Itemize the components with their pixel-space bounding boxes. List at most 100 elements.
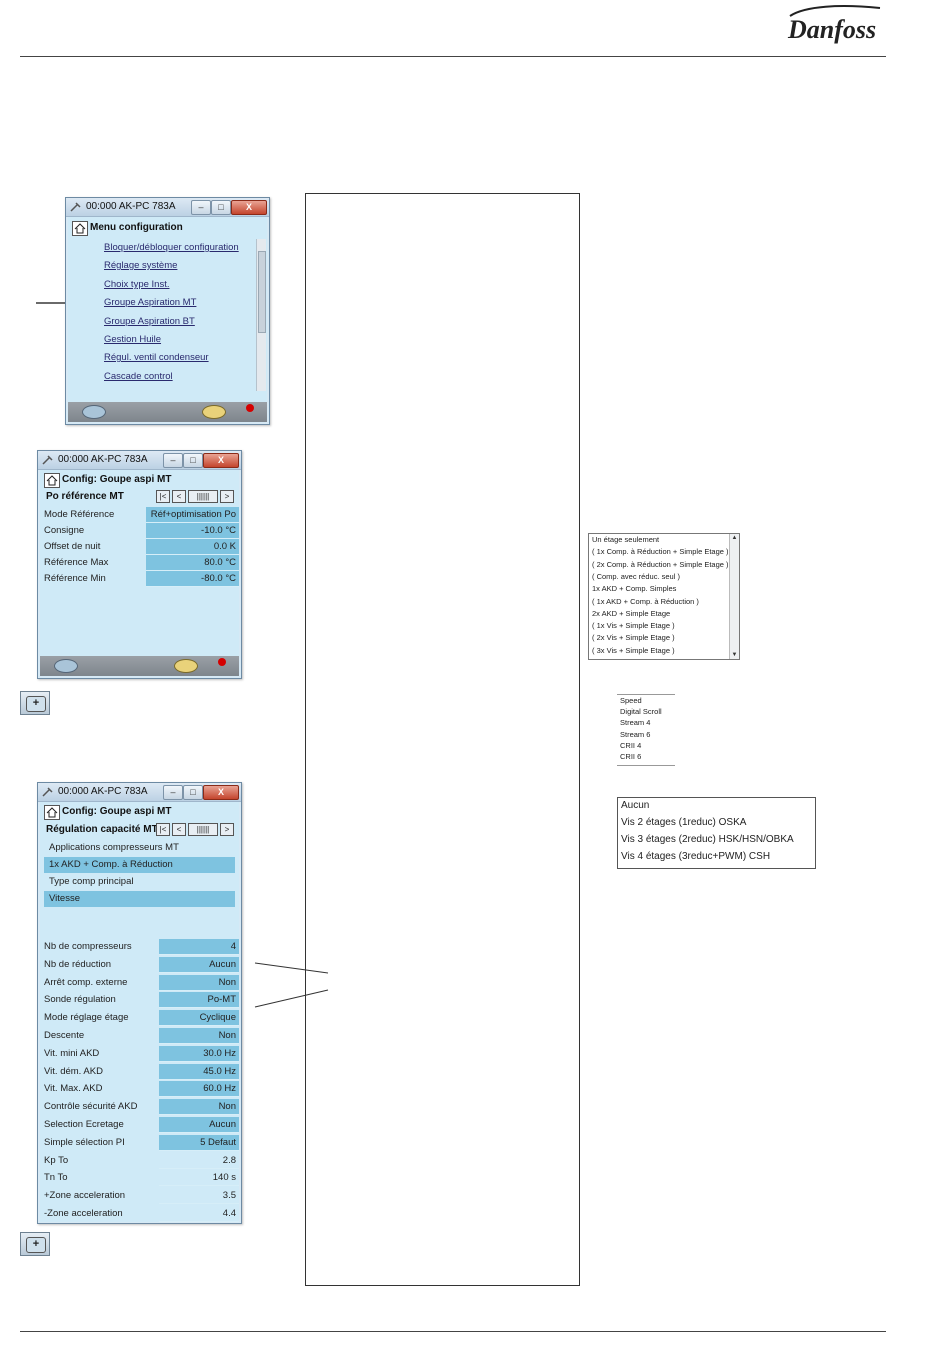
param-value[interactable]: Non — [159, 1099, 239, 1116]
prev-page-button[interactable]: < — [172, 490, 186, 503]
application-option[interactable]: ( 1x Vis + Simple Etage ) — [592, 621, 675, 631]
application-option[interactable]: ( 1x Comp. à Réduction + Simple Etage ) — [592, 547, 729, 557]
next-step-button[interactable]: + — [20, 1232, 50, 1256]
param-value[interactable]: 30.0 Hz — [159, 1045, 239, 1062]
application-options-list[interactable]: Un étage seulement ( 1x Comp. à Réduction… — [588, 533, 740, 660]
title-bar[interactable]: 00:000 AK-PC 783A – □ X — [66, 198, 269, 217]
prev-page-button[interactable]: < — [172, 823, 186, 836]
home-icon[interactable] — [44, 805, 60, 820]
menu-scrollbar[interactable] — [256, 239, 266, 391]
param-row[interactable]: Consigne-10.0 °C — [42, 523, 239, 539]
param-row[interactable]: Référence Min-80.0 °C — [42, 571, 239, 587]
close-button[interactable]: X — [231, 200, 267, 215]
scroll-down-icon[interactable]: ▼ — [731, 652, 738, 658]
menu-item-regul-ventil[interactable]: Régul. ventil condenseur — [104, 352, 209, 363]
scroll-thumb[interactable] — [258, 251, 266, 333]
minimize-button[interactable]: – — [191, 200, 211, 215]
menu-item-reglage-systeme[interactable]: Réglage système — [104, 260, 178, 271]
application-option[interactable]: Un étage seulement — [592, 535, 660, 544]
reduction-option[interactable]: Vis 2 étages (1reduc) OSKA — [621, 817, 747, 828]
param-value[interactable]: Aucun — [159, 956, 239, 973]
application-option[interactable]: 2x AKD + Simple Etage — [592, 608, 671, 618]
application-option[interactable]: ( 2x Comp. à Réduction + Simple Etage ) — [592, 559, 729, 569]
compressor-type-option[interactable]: CRII 4 — [620, 740, 642, 750]
reduction-option[interactable]: Aucun — [621, 800, 650, 811]
title-bar[interactable]: 00:000 AK-PC 783A – □ X — [38, 451, 241, 470]
first-page-button[interactable]: |< — [156, 823, 170, 836]
menu-item-bloquer-config[interactable]: Bloquer/débloquer configuration — [104, 242, 239, 253]
title-bar[interactable]: 00:000 AK-PC 783A – □ X — [38, 783, 241, 802]
picklist-row-selected[interactable]: Vitesse — [44, 891, 235, 907]
application-option[interactable]: ( 2x Vis + Simple Etage ) — [592, 633, 675, 643]
compressor-type-option[interactable]: Stream 6 — [620, 729, 651, 739]
list-scrollbar[interactable]: ▲ ▼ — [729, 534, 739, 659]
back-icon[interactable] — [54, 659, 78, 673]
menu-item-gestion-huile[interactable]: Gestion Huile — [104, 334, 162, 345]
menu-item-groupe-bt[interactable]: Groupe Aspiration BT — [104, 316, 195, 327]
first-page-button[interactable]: |< — [156, 490, 170, 503]
compressor-type-option[interactable]: Stream 4 — [620, 718, 651, 728]
param-value[interactable]: Po-MT — [159, 992, 239, 1009]
param-value[interactable]: 80.0 °C — [146, 555, 239, 571]
param-value[interactable]: 5 Defaut — [159, 1134, 239, 1151]
param-value[interactable]: -80.0 °C — [146, 571, 239, 587]
maximize-button[interactable]: □ — [183, 453, 203, 468]
menu-item-choix-type[interactable]: Choix type Inst. — [104, 279, 170, 290]
close-button[interactable]: X — [203, 785, 239, 800]
compressor-type-option[interactable]: CRII 6 — [620, 752, 642, 761]
back-icon[interactable] — [82, 405, 106, 419]
picklist-row-selected[interactable]: 1x AKD + Comp. à Réduction — [44, 857, 235, 873]
param-value[interactable]: 0.0 K — [146, 539, 239, 555]
param-value[interactable]: -10.0 °C — [146, 523, 239, 539]
param-value[interactable]: Aucun — [159, 1117, 239, 1133]
application-option[interactable]: ( Comp. avec réduc. seul ) — [592, 571, 680, 581]
alarm-icon[interactable] — [218, 658, 226, 666]
param-value[interactable]: 60.0 Hz — [159, 1081, 239, 1098]
param-value[interactable]: Non — [159, 1028, 239, 1044]
alarm-icon[interactable] — [246, 404, 254, 412]
key-icon[interactable] — [174, 659, 198, 673]
param-value[interactable]: Réf+optimisation Po — [146, 507, 239, 523]
home-icon[interactable] — [72, 221, 88, 236]
menu-item-cascade[interactable]: Cascade control — [104, 371, 173, 382]
reduction-option[interactable]: Vis 4 étages (3reduc+PWM) CSH — [621, 851, 771, 862]
next-page-button[interactable]: > — [220, 490, 234, 503]
maximize-button[interactable]: □ — [183, 785, 203, 800]
param-value[interactable]: Cyclique — [159, 1010, 239, 1027]
minimize-button[interactable]: – — [163, 785, 183, 800]
home-icon[interactable] — [44, 473, 60, 488]
menu-item-groupe-mt[interactable]: Groupe Aspiration MT — [104, 297, 197, 308]
param-value[interactable]: 4 — [159, 939, 239, 955]
close-button[interactable]: X — [203, 453, 239, 468]
application-option[interactable]: ( 3x Vis + Simple Etage ) — [592, 645, 675, 655]
scroll-up-icon[interactable]: ▲ — [731, 535, 738, 541]
key-icon[interactable] — [202, 405, 226, 419]
next-step-button[interactable]: + — [20, 691, 50, 715]
next-page-button[interactable]: > — [220, 823, 234, 836]
reduction-option[interactable]: Vis 3 étages (2reduc) HSK/HSN/OBKA — [621, 834, 794, 845]
application-option[interactable]: ( 1x AKD + Comp. à Réduction ) — [592, 596, 699, 606]
compressor-type-option[interactable]: Digital Scroll — [620, 707, 662, 717]
compressor-type-option[interactable]: Speed — [620, 696, 642, 705]
maximize-button[interactable]: □ — [211, 200, 231, 215]
